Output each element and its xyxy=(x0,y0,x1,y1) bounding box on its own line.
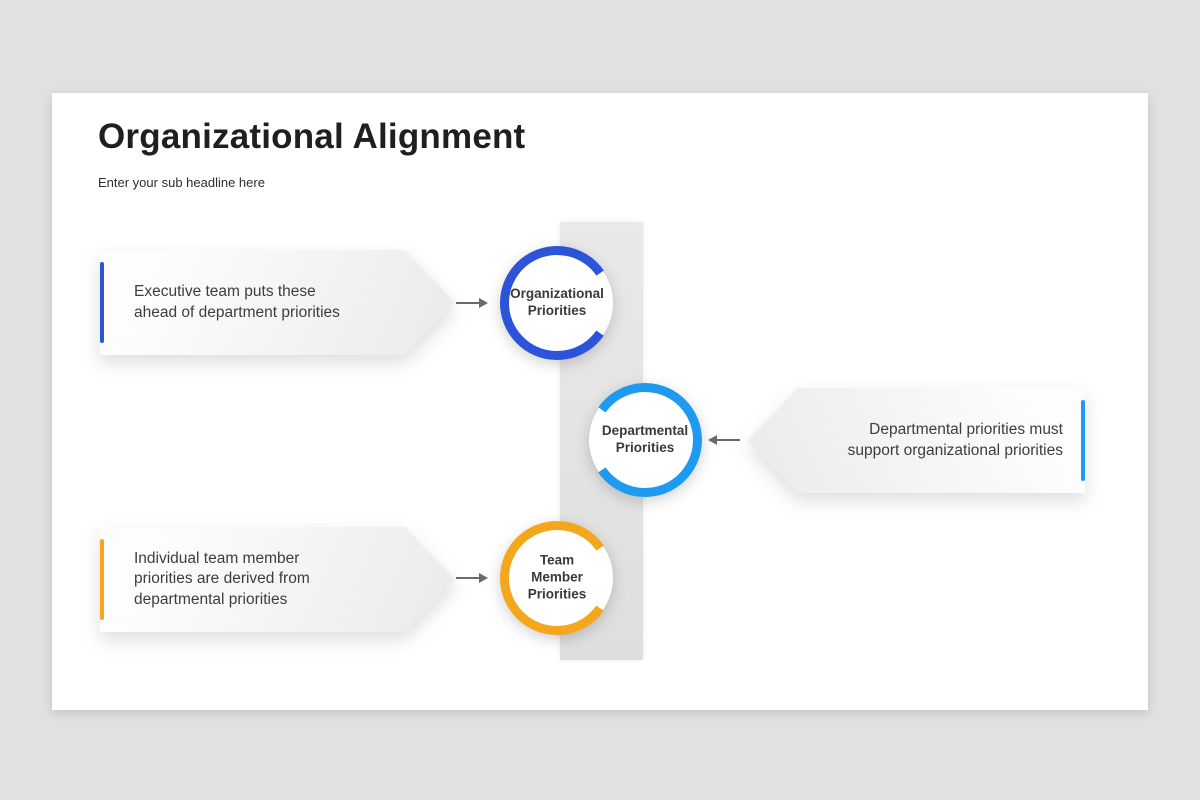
arrow-right-icon xyxy=(456,573,488,583)
slide: Organizational Alignment Enter your sub … xyxy=(52,93,1148,710)
node-label: Departmental Priorities xyxy=(601,423,689,455)
arrow-left-icon xyxy=(708,435,740,445)
circle-ring-icon xyxy=(500,521,614,635)
node-organizational-priorities: Organizational Priorities xyxy=(497,243,617,363)
callout-executive-priorities: Executive team puts these ahead of depar… xyxy=(100,250,455,355)
callout-text: Individual team member priorities are de… xyxy=(134,549,310,608)
circle-ring-icon xyxy=(500,246,614,360)
arrow-right-icon xyxy=(456,298,488,308)
circle-ring-icon xyxy=(588,383,702,497)
node-departmental-priorities: Departmental Priorities xyxy=(585,380,705,500)
callout-arrow-shape: Executive team puts these ahead of depar… xyxy=(100,250,455,355)
callout-text: Executive team puts these ahead of depar… xyxy=(134,283,340,321)
callout-arrow-shape: Departmental priorities must support org… xyxy=(748,388,1085,493)
callout-departmental-support: Departmental priorities must support org… xyxy=(748,388,1085,493)
callout-accent-bar xyxy=(1081,400,1085,481)
callout-accent-bar xyxy=(100,539,104,620)
callout-accent-bar xyxy=(100,262,104,343)
page-title: Organizational Alignment xyxy=(98,117,526,156)
callout-arrow-shape: Individual team member priorities are de… xyxy=(100,527,455,632)
callout-individual-priorities: Individual team member priorities are de… xyxy=(100,527,455,632)
alignment-diagram: Executive team puts these ahead of depar… xyxy=(52,93,1148,710)
page-subtitle: Enter your sub headline here xyxy=(98,175,265,190)
node-label: Team Member Priorities xyxy=(527,552,587,602)
node-team-member-priorities: Team Member Priorities xyxy=(497,518,617,638)
callout-text: Departmental priorities must support org… xyxy=(847,421,1063,459)
node-label: Organizational Priorities xyxy=(510,286,604,318)
